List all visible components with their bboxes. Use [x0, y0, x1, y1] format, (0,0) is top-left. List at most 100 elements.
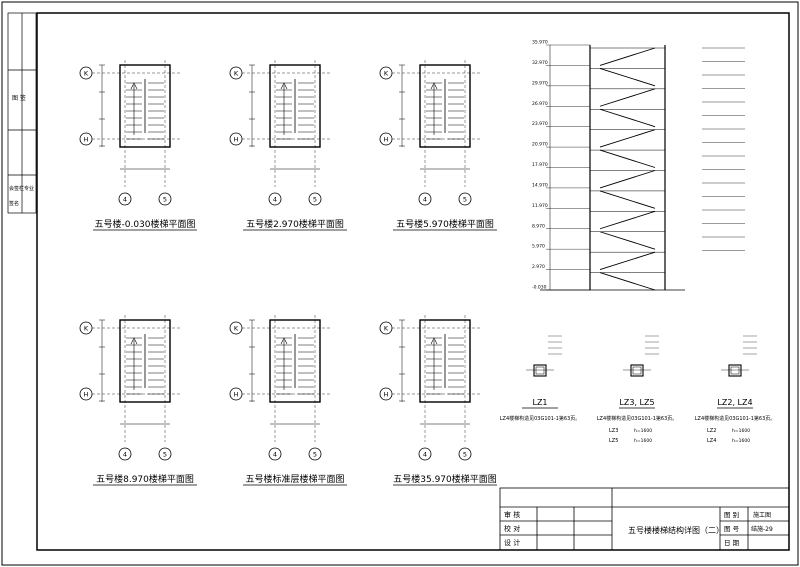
- axis-bubble-label: 5: [313, 195, 317, 203]
- section-elevation: -0.030: [532, 285, 547, 291]
- section-elevation: 5.970: [532, 244, 545, 250]
- side-strip: [7, 12, 37, 214]
- axis-bubble: [229, 66, 243, 80]
- beam-outline: [533, 364, 547, 377]
- plan-title: 五号楼8.970楼梯平面图: [96, 473, 194, 485]
- section-elevation: 26.970: [532, 101, 548, 107]
- stair-arrow-head: [430, 337, 438, 345]
- axis-bubble-label: 5: [163, 195, 167, 203]
- axis-bubble-label: K: [234, 69, 239, 77]
- section-elevation: 11.970: [532, 203, 548, 209]
- stair-flight: [599, 210, 656, 230]
- stair-wall: [269, 319, 321, 403]
- axis-bubble-label: 4: [423, 195, 427, 203]
- axis-bubble: [79, 387, 93, 401]
- beam-stirrup: [632, 366, 642, 375]
- beam-outline: [728, 364, 742, 377]
- axis-bubble-label: K: [84, 69, 89, 77]
- plan-title: 五号楼标准层楼梯平面图: [245, 473, 344, 485]
- axis-bubble: [229, 132, 243, 146]
- axis-bubble: [308, 447, 322, 461]
- stair-plan-1: K H 4 5 五号楼-0.030楼梯平面图: [79, 60, 197, 231]
- title-block: [499, 487, 790, 551]
- stair-wall: [419, 319, 471, 403]
- beam-table-row: LZ2: [707, 428, 716, 434]
- stair-wall: [119, 319, 171, 403]
- stair-wall: [419, 64, 471, 148]
- axis-bubble-label: H: [384, 135, 389, 143]
- beam-note: LZ4楼梯构造见03G101-1第63页。: [695, 415, 776, 422]
- plan-title: 五号楼-0.030楼梯平面图: [94, 218, 195, 230]
- stair-flight: [599, 108, 656, 128]
- role-reviewer: 审 核: [504, 510, 520, 519]
- axis-bubble: [308, 192, 322, 206]
- stair-flight: [599, 47, 656, 66]
- axis-bubble-label: H: [384, 390, 389, 398]
- axis-bubble: [379, 66, 393, 80]
- axis-bubble: [79, 66, 93, 80]
- beam-label: LZ2, LZ4: [717, 398, 752, 407]
- axis-bubble-label: 4: [123, 195, 127, 203]
- axis-bubble-label: H: [84, 390, 89, 398]
- value-number: 结施-29: [751, 525, 773, 533]
- axis-bubble: [229, 387, 243, 401]
- axis-bubble: [79, 132, 93, 146]
- axis-bubble-label: K: [384, 324, 389, 332]
- stair-arrow-head: [430, 82, 438, 90]
- axis-bubble: [458, 447, 472, 461]
- stair-flight: [599, 67, 656, 87]
- beam-label: LZ1: [532, 398, 547, 407]
- axis-bubble: [229, 321, 243, 335]
- section-elevation: 8.970: [532, 223, 545, 229]
- stair-flight: [599, 251, 656, 271]
- axis-bubble: [158, 192, 172, 206]
- beam-table-value: h=1600: [732, 428, 750, 434]
- axis-bubble: [158, 447, 172, 461]
- plan-title: 五号楼35.970楼梯平面图: [393, 473, 497, 485]
- label-date: 日 期: [724, 539, 740, 547]
- stair-arrow-head: [280, 82, 288, 90]
- side-strip-label-1: 图 签: [12, 94, 26, 102]
- axis-bubble-label: H: [84, 135, 89, 143]
- value-category: 施工图: [753, 511, 771, 519]
- axis-bubble: [118, 447, 132, 461]
- beam-outline: [630, 364, 644, 377]
- stair-arrow-head: [130, 337, 138, 345]
- axis-bubble-label: K: [384, 69, 389, 77]
- beam-table-value: h=1600: [634, 438, 652, 444]
- beam-table-value: h=1600: [634, 428, 652, 434]
- axis-bubble-label: 5: [463, 195, 467, 203]
- axis-bubble: [418, 447, 432, 461]
- stair-arrow-head: [130, 82, 138, 90]
- plan-title: 五号楼2.970楼梯平面图: [246, 218, 344, 230]
- section-elevation: 20.970: [532, 142, 548, 148]
- beam-table-row: LZ5: [609, 438, 618, 444]
- axis-bubble: [379, 387, 393, 401]
- axis-bubble-label: 4: [423, 450, 427, 458]
- role-checker: 校 对: [504, 524, 520, 533]
- beam-note: LZ4楼梯构造见03G101-1第63页。: [500, 415, 581, 422]
- section-elevation: 29.970: [532, 80, 548, 86]
- stair-wall: [119, 64, 171, 148]
- axis-bubble: [79, 321, 93, 335]
- beam-stirrup: [730, 366, 740, 375]
- axis-bubble: [379, 321, 393, 335]
- axis-bubble: [379, 132, 393, 146]
- axis-bubble-label: 4: [273, 195, 277, 203]
- axis-bubble-label: H: [234, 390, 239, 398]
- stair-flight: [599, 88, 656, 107]
- axis-bubble-label: 5: [313, 450, 317, 458]
- stair-flight: [599, 272, 656, 291]
- plan-title: 五号楼5.970楼梯平面图: [396, 218, 494, 230]
- beam-note: LZ4楼梯构造见03G101-1第63页。: [597, 415, 678, 422]
- beam-label: LZ3, LZ5: [619, 398, 654, 407]
- axis-bubble-label: K: [234, 324, 239, 332]
